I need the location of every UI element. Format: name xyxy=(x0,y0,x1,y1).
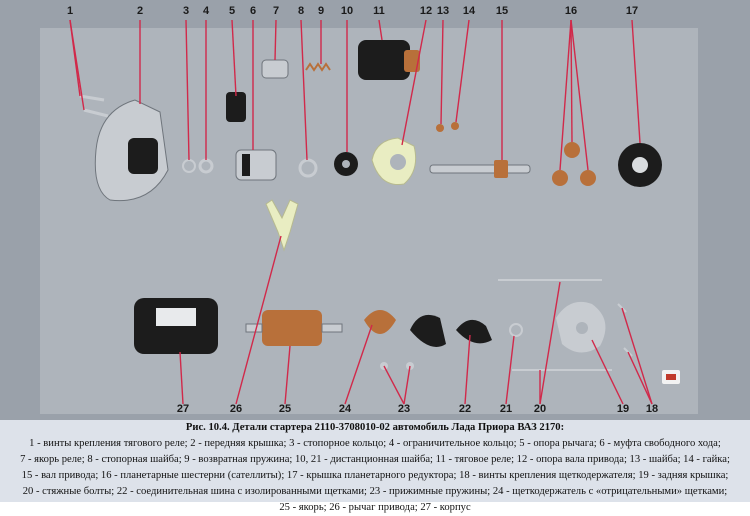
part-armature xyxy=(245,310,343,346)
part-lever-support xyxy=(226,92,246,122)
callout-number: 4 xyxy=(203,5,210,17)
parts-group xyxy=(79,40,662,371)
callout-number: 21 xyxy=(500,403,512,415)
leader-line xyxy=(505,335,515,405)
leader-line xyxy=(69,19,85,111)
callout-number: 10 xyxy=(341,5,353,17)
part-tie-bolts xyxy=(498,279,612,371)
callout-number: 18 xyxy=(646,403,658,415)
leader-line xyxy=(591,339,624,405)
part-nut xyxy=(451,122,459,130)
callout-number: 3 xyxy=(183,5,189,17)
part-drive-shaft-support xyxy=(371,137,417,185)
part-spacer-washer xyxy=(334,152,358,176)
part-return-spring xyxy=(305,62,331,72)
caption-line: 1 - винты крепления тягового реле; 2 - п… xyxy=(29,438,721,449)
part-brush-holder-plate xyxy=(410,314,446,347)
callout-number: 2 xyxy=(137,5,143,17)
leader-line xyxy=(440,19,444,125)
callout-number: 9 xyxy=(318,5,324,17)
leader-line xyxy=(559,19,572,171)
part-washer xyxy=(436,124,444,132)
part-relay-screws xyxy=(79,94,109,118)
callout-number: 19 xyxy=(617,403,629,415)
callout-number: 20 xyxy=(534,403,546,415)
callout-number: 14 xyxy=(463,5,476,17)
callout-number: 26 xyxy=(230,403,242,415)
part-lock-washer xyxy=(298,158,318,178)
part-planetary-gears xyxy=(552,142,596,186)
leader-line xyxy=(455,19,470,123)
callout-number: 12 xyxy=(420,5,432,17)
part-drive-shaft xyxy=(429,160,531,178)
part-spacer-washer-2 xyxy=(509,323,523,337)
leader-line xyxy=(378,19,383,41)
callout-number: 13 xyxy=(437,5,449,17)
caption-line: 7 - якорь реле; 8 - стопорная шайба; 9 -… xyxy=(20,454,730,465)
callout-leaders xyxy=(69,19,653,405)
leader-line xyxy=(621,307,653,405)
callout-number: 5 xyxy=(229,5,235,17)
callout-number: 6 xyxy=(250,5,256,17)
leader-line xyxy=(300,19,308,161)
part-gearbox-cover xyxy=(618,143,662,187)
leader-line xyxy=(185,19,190,161)
callout-number: 16 xyxy=(565,5,577,17)
leader-line xyxy=(570,19,573,143)
photo-canvas: 1234567891011121314151617272625242322212… xyxy=(0,0,750,420)
leader-line xyxy=(231,19,237,97)
caption-title: Рис. 10.4. Детали стартера 2110-3708010-… xyxy=(185,422,565,433)
callout-number: 1 xyxy=(67,5,73,17)
caption-line: 25 - якорь; 26 - рычаг привода; 27 - кор… xyxy=(279,502,471,513)
part-busbar-brushes xyxy=(456,319,492,344)
part-relay-armature xyxy=(261,59,289,79)
callout-number: 17 xyxy=(626,5,638,17)
leader-line xyxy=(570,19,589,171)
leader-line xyxy=(631,19,641,144)
part-rear-cover xyxy=(556,301,606,353)
leader-line xyxy=(403,365,411,405)
leader-line xyxy=(179,351,184,405)
leader-line xyxy=(401,19,427,146)
leader-line xyxy=(344,324,373,405)
callout-number: 24 xyxy=(339,403,352,415)
leader-line xyxy=(539,281,561,405)
leader-line xyxy=(383,365,405,405)
caption-line: 15 - вал привода; 16 - планетарные шесте… xyxy=(21,470,729,481)
leader-line xyxy=(627,351,653,405)
callout-number: 25 xyxy=(279,403,291,415)
part-drive-lever xyxy=(265,199,299,252)
leader-line xyxy=(274,19,277,61)
leader-line xyxy=(235,235,282,405)
figure-caption: Рис. 10.4. Детали стартера 2110-3708010-… xyxy=(0,420,750,513)
part-freewheel-clutch xyxy=(235,149,277,181)
part-negative-brush-holder xyxy=(364,310,396,334)
callout-number: 27 xyxy=(177,403,189,415)
callout-number: 15 xyxy=(496,5,508,17)
part-front-cover xyxy=(94,99,169,202)
callout-number: 8 xyxy=(298,5,304,17)
leader-line xyxy=(284,345,291,405)
publisher-logo xyxy=(662,370,680,384)
callout-number: 11 xyxy=(373,5,385,17)
callout-number: 22 xyxy=(459,403,471,415)
part-housing xyxy=(134,298,218,354)
callout-number: 23 xyxy=(398,403,410,415)
part-traction-relay xyxy=(358,40,420,80)
callout-number: 7 xyxy=(273,5,279,17)
leader-line xyxy=(464,334,471,405)
caption-line: 20 - стяжные болты; 22 - соединительная … xyxy=(22,486,728,497)
